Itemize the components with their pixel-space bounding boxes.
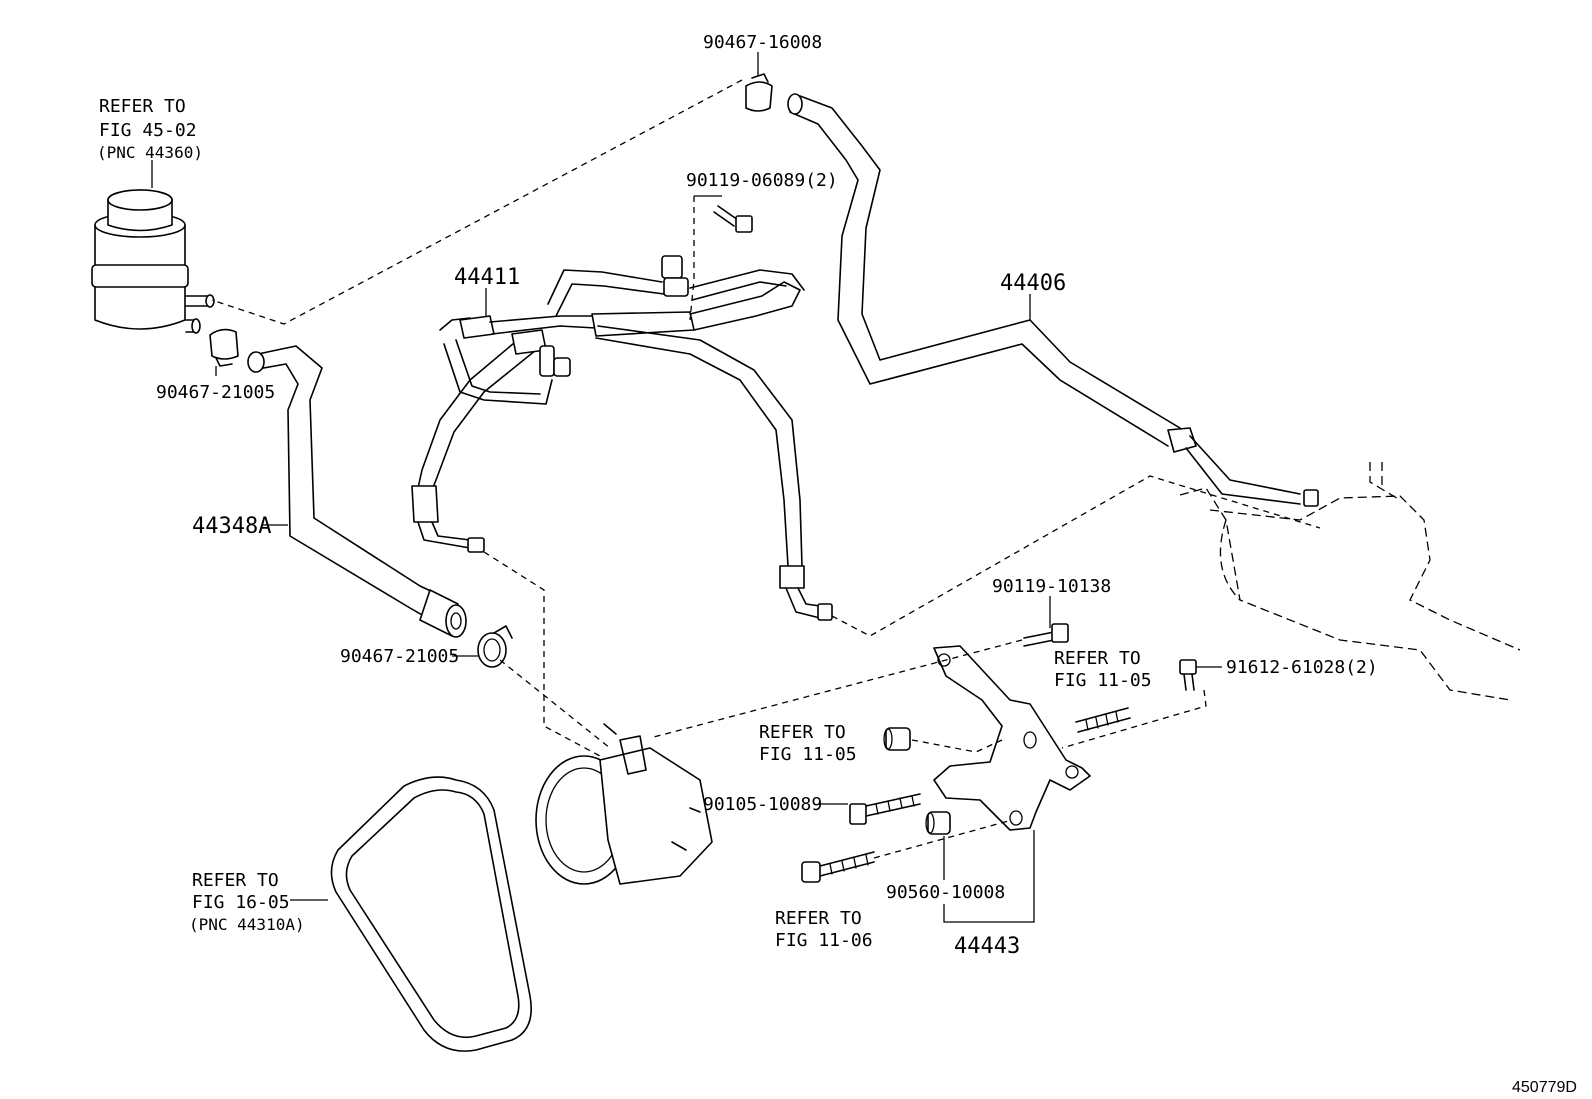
- drive-belt: [330, 776, 532, 1052]
- bracket-bolt: [1023, 623, 1069, 647]
- bolt-bottom: [801, 851, 875, 883]
- union-bolt-top: [713, 205, 753, 233]
- pump-bracket-44443: [933, 645, 1091, 831]
- bolt-bottom-ref-line1: REFER TO: [775, 908, 862, 929]
- label-bracket-44443: 44443: [954, 934, 1020, 959]
- pressure-hose-44411: [411, 255, 833, 621]
- steering-gear-phantom: [1179, 462, 1521, 701]
- label-bolt-top: 90119-06089(2): [686, 170, 838, 191]
- reservoir-tank: [91, 189, 215, 334]
- power-steering-pump: [535, 723, 713, 885]
- label-clamp-middle: 90467-21005: [340, 646, 459, 667]
- leader-lines: [151, 52, 1222, 923]
- label-bolt-right: 91612-61028(2): [1226, 657, 1378, 678]
- label-clamp-top: 90467-16008: [703, 32, 822, 53]
- collar-ref-line2: FIG 11-05: [759, 744, 857, 765]
- hose-clamp-middle: [477, 625, 513, 668]
- label-clamp-left: 90467-21005: [156, 382, 275, 403]
- reservoir-ref-line2: FIG 45-02: [99, 120, 197, 141]
- collar-lower: [925, 811, 951, 835]
- bolt-lower: [849, 793, 921, 825]
- stud-ref-line1: REFER TO: [1054, 648, 1141, 669]
- belt-ref-line1: REFER TO: [192, 870, 279, 891]
- label-hose-44348a: 44348A: [192, 514, 271, 539]
- stud-ref-line2: FIG 11-05: [1054, 670, 1152, 691]
- hose-clamp-left: [209, 328, 239, 367]
- label-bolt-lower: 90105-10089: [703, 794, 822, 815]
- diagram-reference-id: 450779D: [1512, 1079, 1577, 1096]
- label-hose-44406: 44406: [1000, 271, 1066, 296]
- suction-hose-44348a: [247, 345, 467, 638]
- collar-upper: [883, 727, 911, 751]
- belt-ref-line2: FIG 16-05: [192, 892, 290, 913]
- bolt-bottom-ref-line2: FIG 11-06: [775, 930, 873, 951]
- return-hose-44406: [787, 93, 1319, 507]
- label-bolt-bracket: 90119-10138: [992, 576, 1111, 597]
- collar-ref-line1: REFER TO: [759, 722, 846, 743]
- label-hose-44411: 44411: [454, 265, 520, 290]
- hose-clamp-top: [745, 73, 773, 112]
- reservoir-ref-line3: (PNC 44360): [97, 143, 203, 162]
- assembly-lines: [211, 79, 1321, 859]
- label-collar-lower: 90560-10008: [886, 882, 1005, 903]
- reservoir-ref-line1: REFER TO: [99, 96, 186, 117]
- belt-ref-line3: (PNC 44310A): [189, 915, 305, 934]
- flange-bolt-right: [1179, 659, 1197, 691]
- stud-bolt: [1075, 707, 1131, 733]
